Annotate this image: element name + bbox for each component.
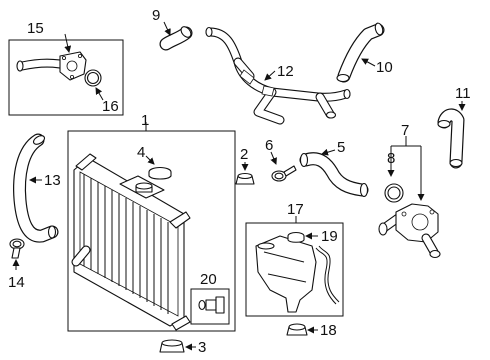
callout-15: 15 [27, 20, 44, 37]
radiator-box [67, 130, 236, 332]
callout-18: 18 [320, 322, 337, 339]
water-outlet-group [8, 33, 124, 116]
callout-10: 10 [376, 59, 393, 76]
callout-19: 19 [321, 228, 338, 245]
callout-4: 4 [137, 144, 145, 161]
water-outlet-pipe [16, 51, 87, 81]
reserve-tank [255, 235, 317, 313]
reserve-tank-box [245, 222, 344, 317]
drain-cock-group [190, 288, 230, 325]
callout-7: 7 [401, 122, 409, 139]
callout-14: 14 [8, 274, 25, 291]
mount-cushion [159, 339, 196, 353]
reserve-tank-hose [315, 245, 340, 305]
callout-1: 1 [141, 112, 149, 129]
callout-5: 5 [337, 139, 345, 156]
callout-labels: 1 2 3 4 5 6 7 8 9 10 11 12 13 14 15 16 1… [8, 7, 471, 356]
callout-16: 16 [102, 98, 119, 115]
radiator-core [71, 153, 191, 331]
thermostat-gasket [384, 183, 404, 203]
callout-9: 9 [152, 7, 160, 24]
thermostat-housing [378, 203, 441, 259]
callout-8: 8 [387, 150, 395, 167]
reserve-tank-cap [287, 231, 318, 243]
callout-20: 20 [200, 271, 217, 288]
left-lower-hose [13, 133, 59, 243]
callout-12: 12 [277, 63, 294, 80]
upper-small-hose [159, 21, 193, 51]
callout-3: 3 [198, 339, 206, 356]
bypass-pipe [205, 26, 351, 125]
lower-hose-clamp [9, 238, 25, 270]
radiator-group [67, 122, 236, 332]
right-hose [437, 101, 466, 169]
callout-6: 6 [265, 137, 273, 154]
drain-cock [198, 296, 225, 314]
upper-right-hose [336, 22, 385, 83]
tank-mount-cushion [286, 323, 318, 336]
callout-17: 17 [287, 201, 304, 218]
callout-13: 13 [44, 172, 61, 189]
outlet-gasket [84, 69, 102, 87]
lower-hose [299, 148, 369, 198]
reserve-tank-group [245, 216, 344, 317]
callout-2: 2 [240, 146, 248, 163]
drain-cock-box [190, 288, 230, 325]
callout-11: 11 [455, 85, 471, 102]
hose-clamp [270, 151, 297, 182]
radiator-neck [135, 182, 153, 193]
radiator-cap [145, 155, 172, 180]
thermostat-housing-group [378, 136, 441, 259]
drain-plug [235, 162, 255, 185]
